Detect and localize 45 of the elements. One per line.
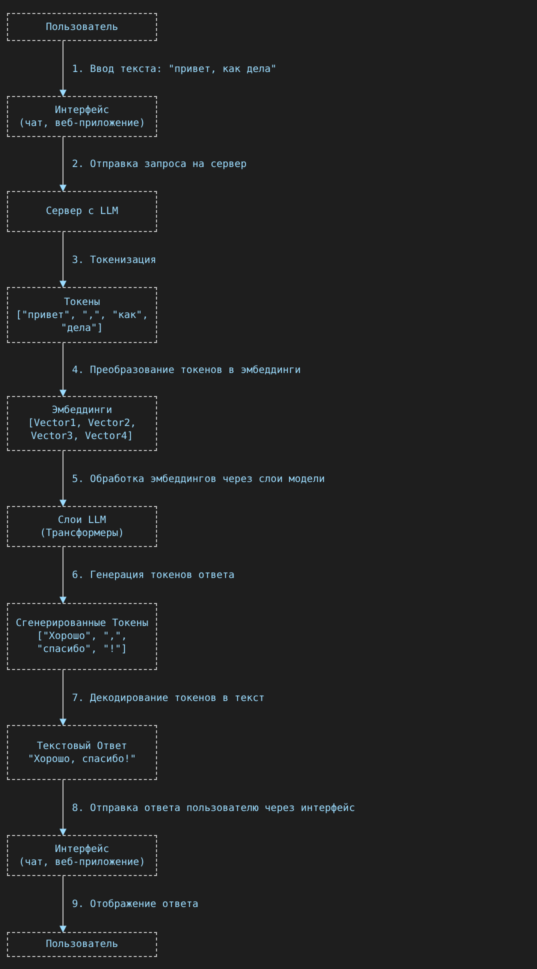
box-heading: Пользователь (46, 20, 118, 34)
process-box (7, 287, 157, 343)
edge-label: 8. Отправка ответа пользователю через интерфейс (72, 802, 355, 814)
box-heading: Слои LLM (58, 514, 106, 526)
process-box (7, 725, 157, 780)
edge-label: 1. Ввод текста: "привет, как дела" (72, 62, 277, 76)
box-heading: Текстовый Ответ (36, 740, 128, 752)
box-heading: Сервер с LLM (46, 205, 118, 218)
box-text: ["привет", ",", "как", "дела"] (14, 308, 150, 334)
box-heading: Сгенерированные Токены (16, 617, 148, 630)
box-heading: Интерфейс (54, 104, 110, 116)
box-heading: Интерфейс (54, 842, 110, 856)
box-text: ["Хорошо", ",", "спасибо", "!"] (36, 630, 128, 656)
process-box (7, 13, 157, 41)
box-heading: Эмбеддинги (52, 404, 112, 417)
box-text: (Трансформеры) (40, 526, 124, 540)
box-text: [Vector1, Vector2, Vector3, Vector4] (26, 417, 138, 443)
edge-label: 4. Преобразование токенов в эмбеддинги (72, 364, 301, 376)
edge-label: 3. Токенизация (72, 254, 156, 266)
arrow (60, 232, 66, 288)
box-text: (чат, веб-приложение) (18, 116, 146, 130)
box-heading: Пользователь (46, 938, 118, 951)
box-text: (чат, веб-приложение) (18, 856, 146, 868)
process-box (7, 506, 157, 547)
arrow (60, 876, 66, 933)
process-box (7, 396, 157, 451)
process-box (7, 191, 157, 232)
edge-label: 6. Генерация токенов ответа (72, 569, 235, 582)
arrow (60, 780, 66, 836)
process-box (7, 603, 157, 670)
edge-label: 2. Отправка запроса на сервер (72, 158, 247, 171)
edge-label: 7. Декодирование токенов в текст (72, 692, 265, 704)
arrow (60, 670, 66, 726)
box-heading: Токены (64, 296, 100, 308)
process-box (7, 96, 157, 137)
arrow (60, 546, 66, 604)
arrow (60, 450, 66, 507)
edge-label: 9. Отображение ответа (72, 898, 198, 911)
arrow (60, 342, 66, 397)
process-box (7, 932, 157, 957)
process-box (7, 835, 157, 876)
arrow (60, 136, 66, 192)
arrow (60, 40, 66, 97)
box-text: "Хорошо, спасибо!" (28, 752, 136, 766)
edge-label: 5. Обработка эмбеддингов через слои модели (72, 472, 325, 486)
